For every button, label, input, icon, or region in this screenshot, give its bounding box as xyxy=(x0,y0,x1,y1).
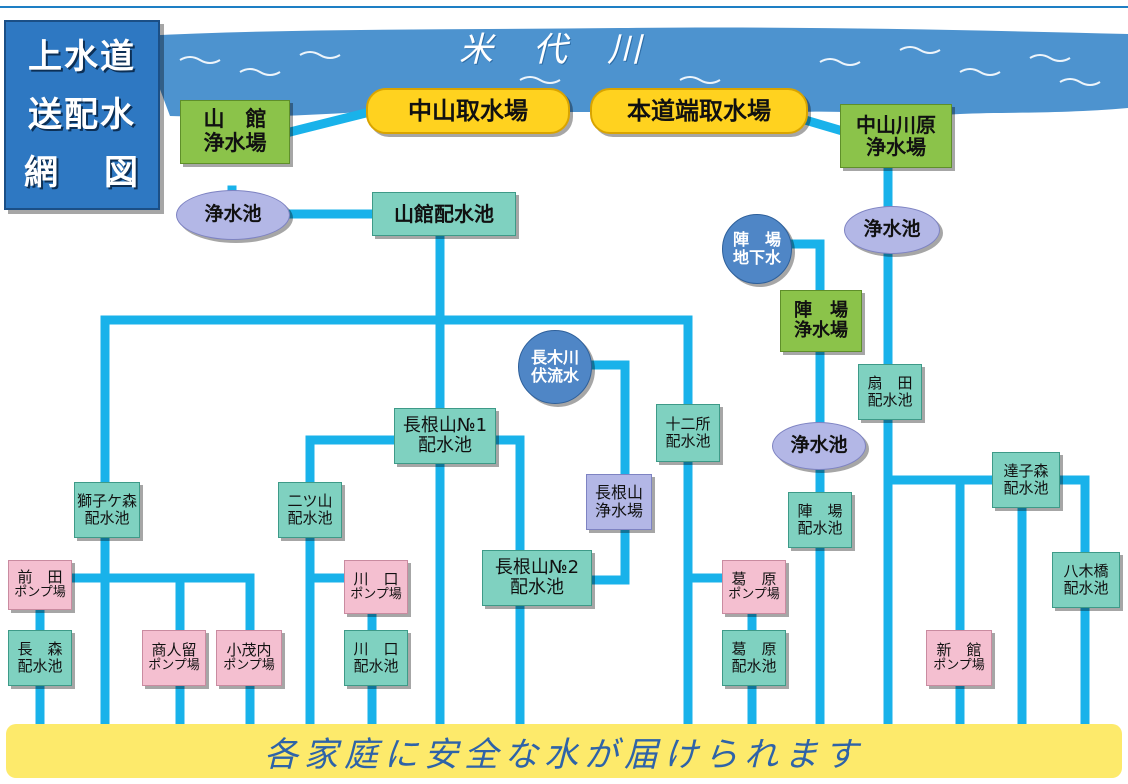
top-border-line xyxy=(0,6,1128,8)
reservoir-nagamori: 長 森 配水池 xyxy=(8,630,72,686)
pump-shoninryu-line1: 商人留 xyxy=(151,641,197,660)
clear-tank-right: 浄水池 xyxy=(844,206,940,254)
reservoir-nagamori-line1: 長 森 xyxy=(17,640,63,659)
reservoir-jinba-line2: 配水池 xyxy=(797,519,843,537)
pump-maeda-line1: 前 田 xyxy=(17,568,63,587)
plant-jinba: 陣 場 浄水場 xyxy=(780,290,862,352)
reservoir-tatsugomori-line2: 配水池 xyxy=(1003,479,1049,497)
plant-jinba-line2: 浄水場 xyxy=(794,320,848,341)
reservoir-naganeyama1: 長根山№1 配水池 xyxy=(394,408,496,464)
reservoir-kuzuhara-line1: 葛 原 xyxy=(731,640,777,659)
reservoir-yagibashi-line1: 八木橋 xyxy=(1063,562,1109,581)
reservoir-yamadate-label: 山館配水池 xyxy=(394,201,494,226)
reservoir-naganeyama1-line2: 配水池 xyxy=(418,435,472,456)
plant-yamadate-line1: 山 館 xyxy=(203,107,267,132)
pump-maeda: 前 田 ポンプ場 xyxy=(8,560,72,610)
river-waves xyxy=(179,46,1101,86)
reservoir-jinba-line1: 陣 場 xyxy=(797,502,843,521)
title-line-3-b: 図 xyxy=(104,153,140,193)
intake-nakayama: 中山取水場 xyxy=(366,88,570,134)
footer-banner: 各家庭に安全な水が届けられます xyxy=(6,724,1122,778)
clear-tank-left-label: 浄水池 xyxy=(204,203,262,226)
title-line-3: 網図 xyxy=(6,144,158,202)
pump-maeda-line2: ポンプ場 xyxy=(14,585,66,601)
intake-nakayama-label: 中山取水場 xyxy=(408,96,528,125)
pump-komonai: 小茂内 ポンプ場 xyxy=(216,630,282,686)
reservoir-naganeyama2-line2: 配水池 xyxy=(510,577,564,598)
footer-text: 各家庭に安全な水が届けられます xyxy=(264,734,864,775)
reservoir-futatsuyama-line1: 二ツ山 xyxy=(287,492,333,511)
reservoir-juunisho-line2: 配水池 xyxy=(665,432,711,450)
intake-hondoubata: 本道端取水場 xyxy=(590,88,808,134)
reservoir-kawaguchi-line1: 川 口 xyxy=(353,640,399,659)
reservoir-kuzuhara: 葛 原 配水池 xyxy=(722,630,786,686)
title-line-1: 上水道 xyxy=(28,37,136,77)
pump-shindate-line2: ポンプ場 xyxy=(933,658,985,674)
reservoir-shishigamori-line1: 獅子ケ森 xyxy=(76,492,137,511)
pump-shindate-line1: 新 館 xyxy=(936,641,982,660)
plant-jinba-line1: 陣 場 xyxy=(794,299,848,321)
title-line-3-a: 網 xyxy=(24,153,60,193)
pump-kuzuhara: 葛 原 ポンプ場 xyxy=(722,560,786,614)
pump-shindate: 新 館 ポンプ場 xyxy=(926,630,992,686)
reservoir-yamadate: 山館配水池 xyxy=(372,192,516,236)
reservoir-futatsuyama-line2: 配水池 xyxy=(287,509,333,527)
reservoir-juunisho: 十二所 配水池 xyxy=(656,404,720,462)
reservoir-kawaguchi-line2: 配水池 xyxy=(353,657,399,675)
title-line-2: 送配水 xyxy=(28,95,136,135)
reservoir-naganeyama1-line1: 長根山№1 xyxy=(402,414,488,436)
clear-tank-left: 浄水池 xyxy=(176,190,290,240)
pump-kawaguchi-line2: ポンプ場 xyxy=(350,587,402,603)
reservoir-ougita-line2: 配水池 xyxy=(867,391,913,409)
source-jinba-line1: 陣 場 xyxy=(732,230,781,250)
plant-yamadate: 山 館 浄水場 xyxy=(180,100,290,164)
plant-naganeyama-line1: 長根山 xyxy=(594,483,643,503)
reservoir-ougita-line1: 扇 田 xyxy=(867,374,913,393)
reservoir-kuzuhara-line2: 配水池 xyxy=(731,657,777,675)
reservoir-yagibashi: 八木橋 配水池 xyxy=(1052,552,1120,608)
plant-naganeyama: 長根山 浄水場 xyxy=(586,474,652,530)
source-nagakigawa-line1: 長木川 xyxy=(530,348,579,368)
reservoir-yagibashi-line2: 配水池 xyxy=(1063,579,1109,597)
pump-komonai-line1: 小茂内 xyxy=(226,641,272,660)
intake-hondoubata-label: 本道端取水場 xyxy=(627,96,771,125)
pump-kawaguchi: 川 口 ポンプ場 xyxy=(344,560,408,614)
reservoir-kawaguchi: 川 口 配水池 xyxy=(344,630,408,686)
pump-kuzuhara-line2: ポンプ場 xyxy=(728,587,780,603)
reservoir-juunisho-line1: 十二所 xyxy=(665,415,711,434)
reservoir-ougita: 扇 田 配水池 xyxy=(858,364,922,420)
reservoir-futatsuyama: 二ツ山 配水池 xyxy=(278,482,342,538)
reservoir-naganeyama2-line1: 長根山№2 xyxy=(494,556,580,578)
reservoir-nagamori-line2: 配水池 xyxy=(17,657,63,675)
pump-kuzuhara-line1: 葛 原 xyxy=(731,570,777,589)
river-label: 米代川 xyxy=(459,30,681,70)
diagram-title: 上水道 送配水 網図 xyxy=(4,20,160,210)
source-jinba-line2: 地下水 xyxy=(732,248,781,267)
pump-shoninryu: 商人留 ポンプ場 xyxy=(142,630,206,686)
plant-naganeyama-line2: 浄水場 xyxy=(594,501,643,520)
reservoir-naganeyama2: 長根山№2 配水池 xyxy=(482,550,592,606)
clear-tank-jinba-label: 浄水池 xyxy=(790,434,848,457)
plant-nakayamagawara-line2: 浄水場 xyxy=(866,135,926,159)
plant-yamadate-line2: 浄水場 xyxy=(203,131,267,155)
source-nagakigawa: 長木川 伏流水 xyxy=(518,330,592,404)
pump-komonai-line2: ポンプ場 xyxy=(223,658,275,674)
clear-tank-right-label: 浄水池 xyxy=(863,218,921,241)
reservoir-shishigamori-line2: 配水池 xyxy=(84,509,130,527)
reservoir-shishigamori: 獅子ケ森 配水池 xyxy=(74,482,140,538)
reservoir-tatsugomori: 達子森 配水池 xyxy=(992,452,1060,508)
pump-shoninryu-line2: ポンプ場 xyxy=(148,658,200,674)
plant-nakayamagawara: 中山川原 浄水場 xyxy=(840,104,952,168)
reservoir-jinba: 陣 場 配水池 xyxy=(788,492,852,548)
plant-nakayamagawara-line1: 中山川原 xyxy=(856,112,936,137)
clear-tank-jinba: 浄水池 xyxy=(772,422,866,470)
source-jinba-groundwater: 陣 場 地下水 xyxy=(722,214,792,284)
reservoir-tatsugomori-line1: 達子森 xyxy=(1003,462,1049,481)
pump-kawaguchi-line1: 川 口 xyxy=(353,570,399,589)
source-nagakigawa-line2: 伏流水 xyxy=(530,366,579,385)
